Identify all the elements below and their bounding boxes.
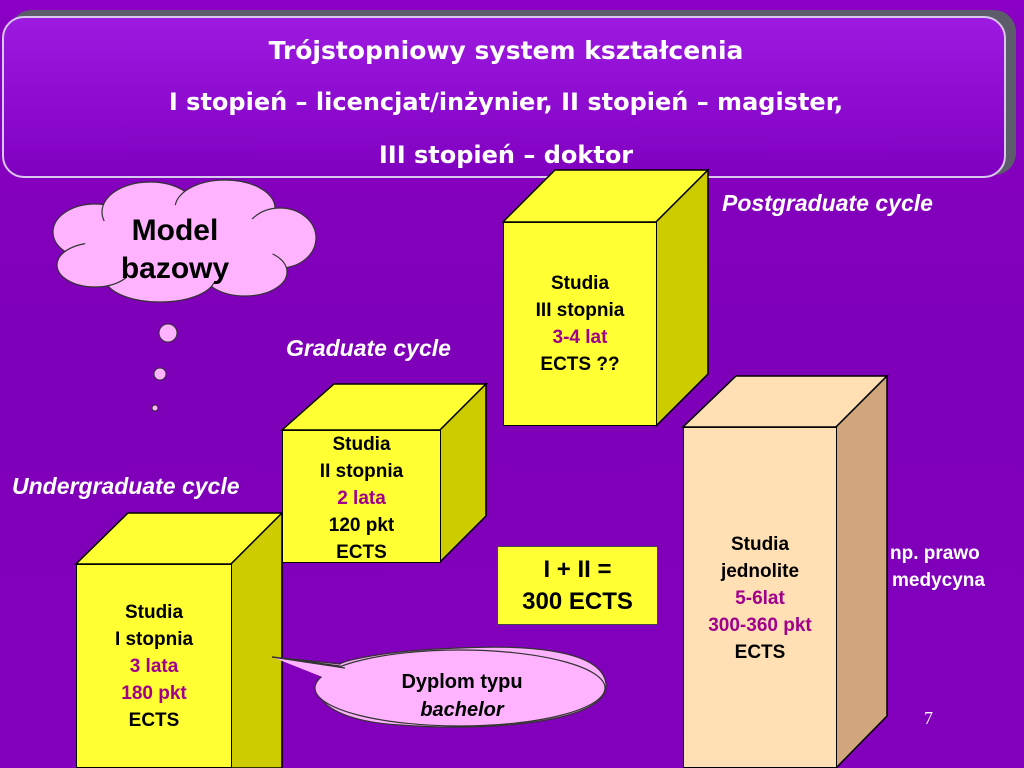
box-first-ects: ECTS [128, 709, 180, 731]
box-third-ects: ECTS ?? [540, 354, 620, 375]
diploma-text: Dyplom typu bachelor [322, 668, 602, 724]
diploma-ellipse [314, 649, 606, 727]
title-banner: Trójstopniowy system kształcenia I stopi… [2, 16, 1006, 178]
box-uniform-line-1: Studia [730, 534, 790, 555]
box-second-line-1: Studia [332, 434, 391, 455]
thought-cloud [52, 179, 317, 303]
box-uniform-ects: ECTS [734, 642, 786, 663]
title-line-1: Trójstopniowy system kształcenia [268, 36, 744, 65]
graduate-label: Graduate cycle [286, 335, 451, 361]
box-second-ects: ECTS [336, 542, 387, 563]
box-third-line-2: III stopnia [535, 300, 625, 321]
box-uniform-side [835, 374, 888, 768]
diploma-line-2: bachelor [420, 699, 504, 721]
undergraduate-label: Undergraduate cycle [12, 473, 240, 499]
ects-sum-line-1: I + II = [543, 555, 612, 583]
title-line-3: III stopień – doktor [378, 141, 634, 169]
box-second-line-2: II stopnia [319, 461, 404, 482]
box-uniform-line-2: jednolite [720, 561, 800, 582]
page-number: 7 [924, 708, 933, 728]
box-first-front: Studia I stopnia 3 lata 180 pkt ECTS [76, 564, 232, 768]
box-third-duration: 3-4 lat [552, 327, 608, 348]
cloud-label-line-2: bazowy [120, 252, 230, 285]
thought-dot-small [151, 404, 159, 412]
box-first-line-2: I stopnia [114, 628, 194, 650]
cloud-label: Model bazowy [95, 212, 255, 288]
examples-text: np. prawo medycyna [890, 540, 985, 594]
examples-line-1: np. prawo [890, 543, 980, 564]
thought-dot-medium [153, 367, 167, 381]
box-second-front: Studia II stopnia 2 lata 120 pkt ECTS [282, 430, 441, 563]
diploma-line-1: Dyplom typu [401, 671, 523, 693]
box-first-duration: 3 lata [129, 655, 179, 677]
box-first-line-1: Studia [124, 601, 184, 623]
title-line-2: I stopień – licencjat/inżynier, II stopi… [168, 88, 844, 116]
box-uniform-duration: 5-6lat [735, 588, 785, 609]
box-second-duration: 2 lata [337, 488, 386, 509]
examples-line-2: medycyna [892, 570, 985, 591]
ects-sum-line-2: 300 ECTS [522, 587, 633, 615]
box-third-line-1: Studia [550, 273, 610, 294]
box-uniform-points: 300-360 pkt [708, 615, 812, 636]
postgraduate-label: Postgraduate cycle [722, 190, 933, 216]
cloud-label-line-1: Model [131, 214, 219, 247]
thought-dot-large [158, 323, 178, 343]
box-uniform-front: Studia jednolite 5-6lat 300-360 pkt ECTS [683, 427, 837, 768]
box-first-points: 180 pkt [121, 682, 187, 704]
box-second-points: 120 pkt [328, 515, 395, 536]
box-third-front: Studia III stopnia 3-4 lat ECTS ?? [503, 222, 657, 426]
ects-sum-box: I + II = 300 ECTS [497, 546, 658, 625]
